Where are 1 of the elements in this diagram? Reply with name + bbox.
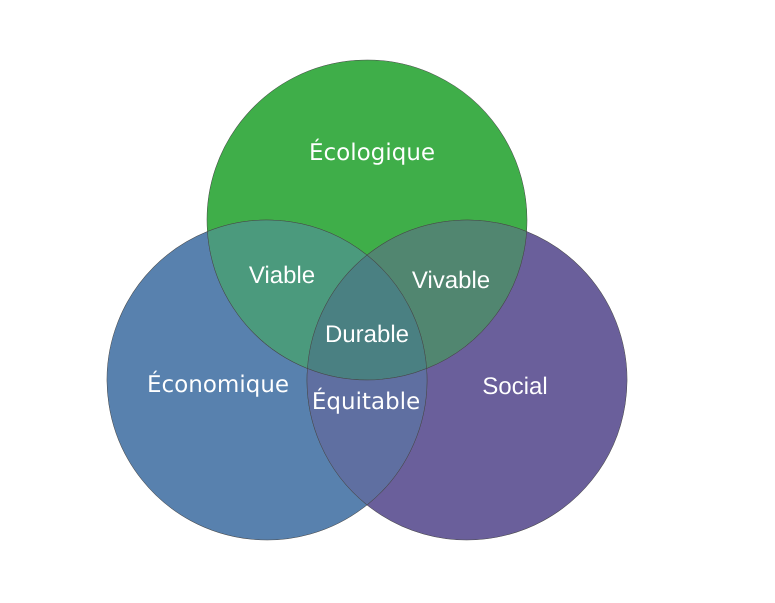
overlap-region: Équitable: [306, 368, 428, 506]
